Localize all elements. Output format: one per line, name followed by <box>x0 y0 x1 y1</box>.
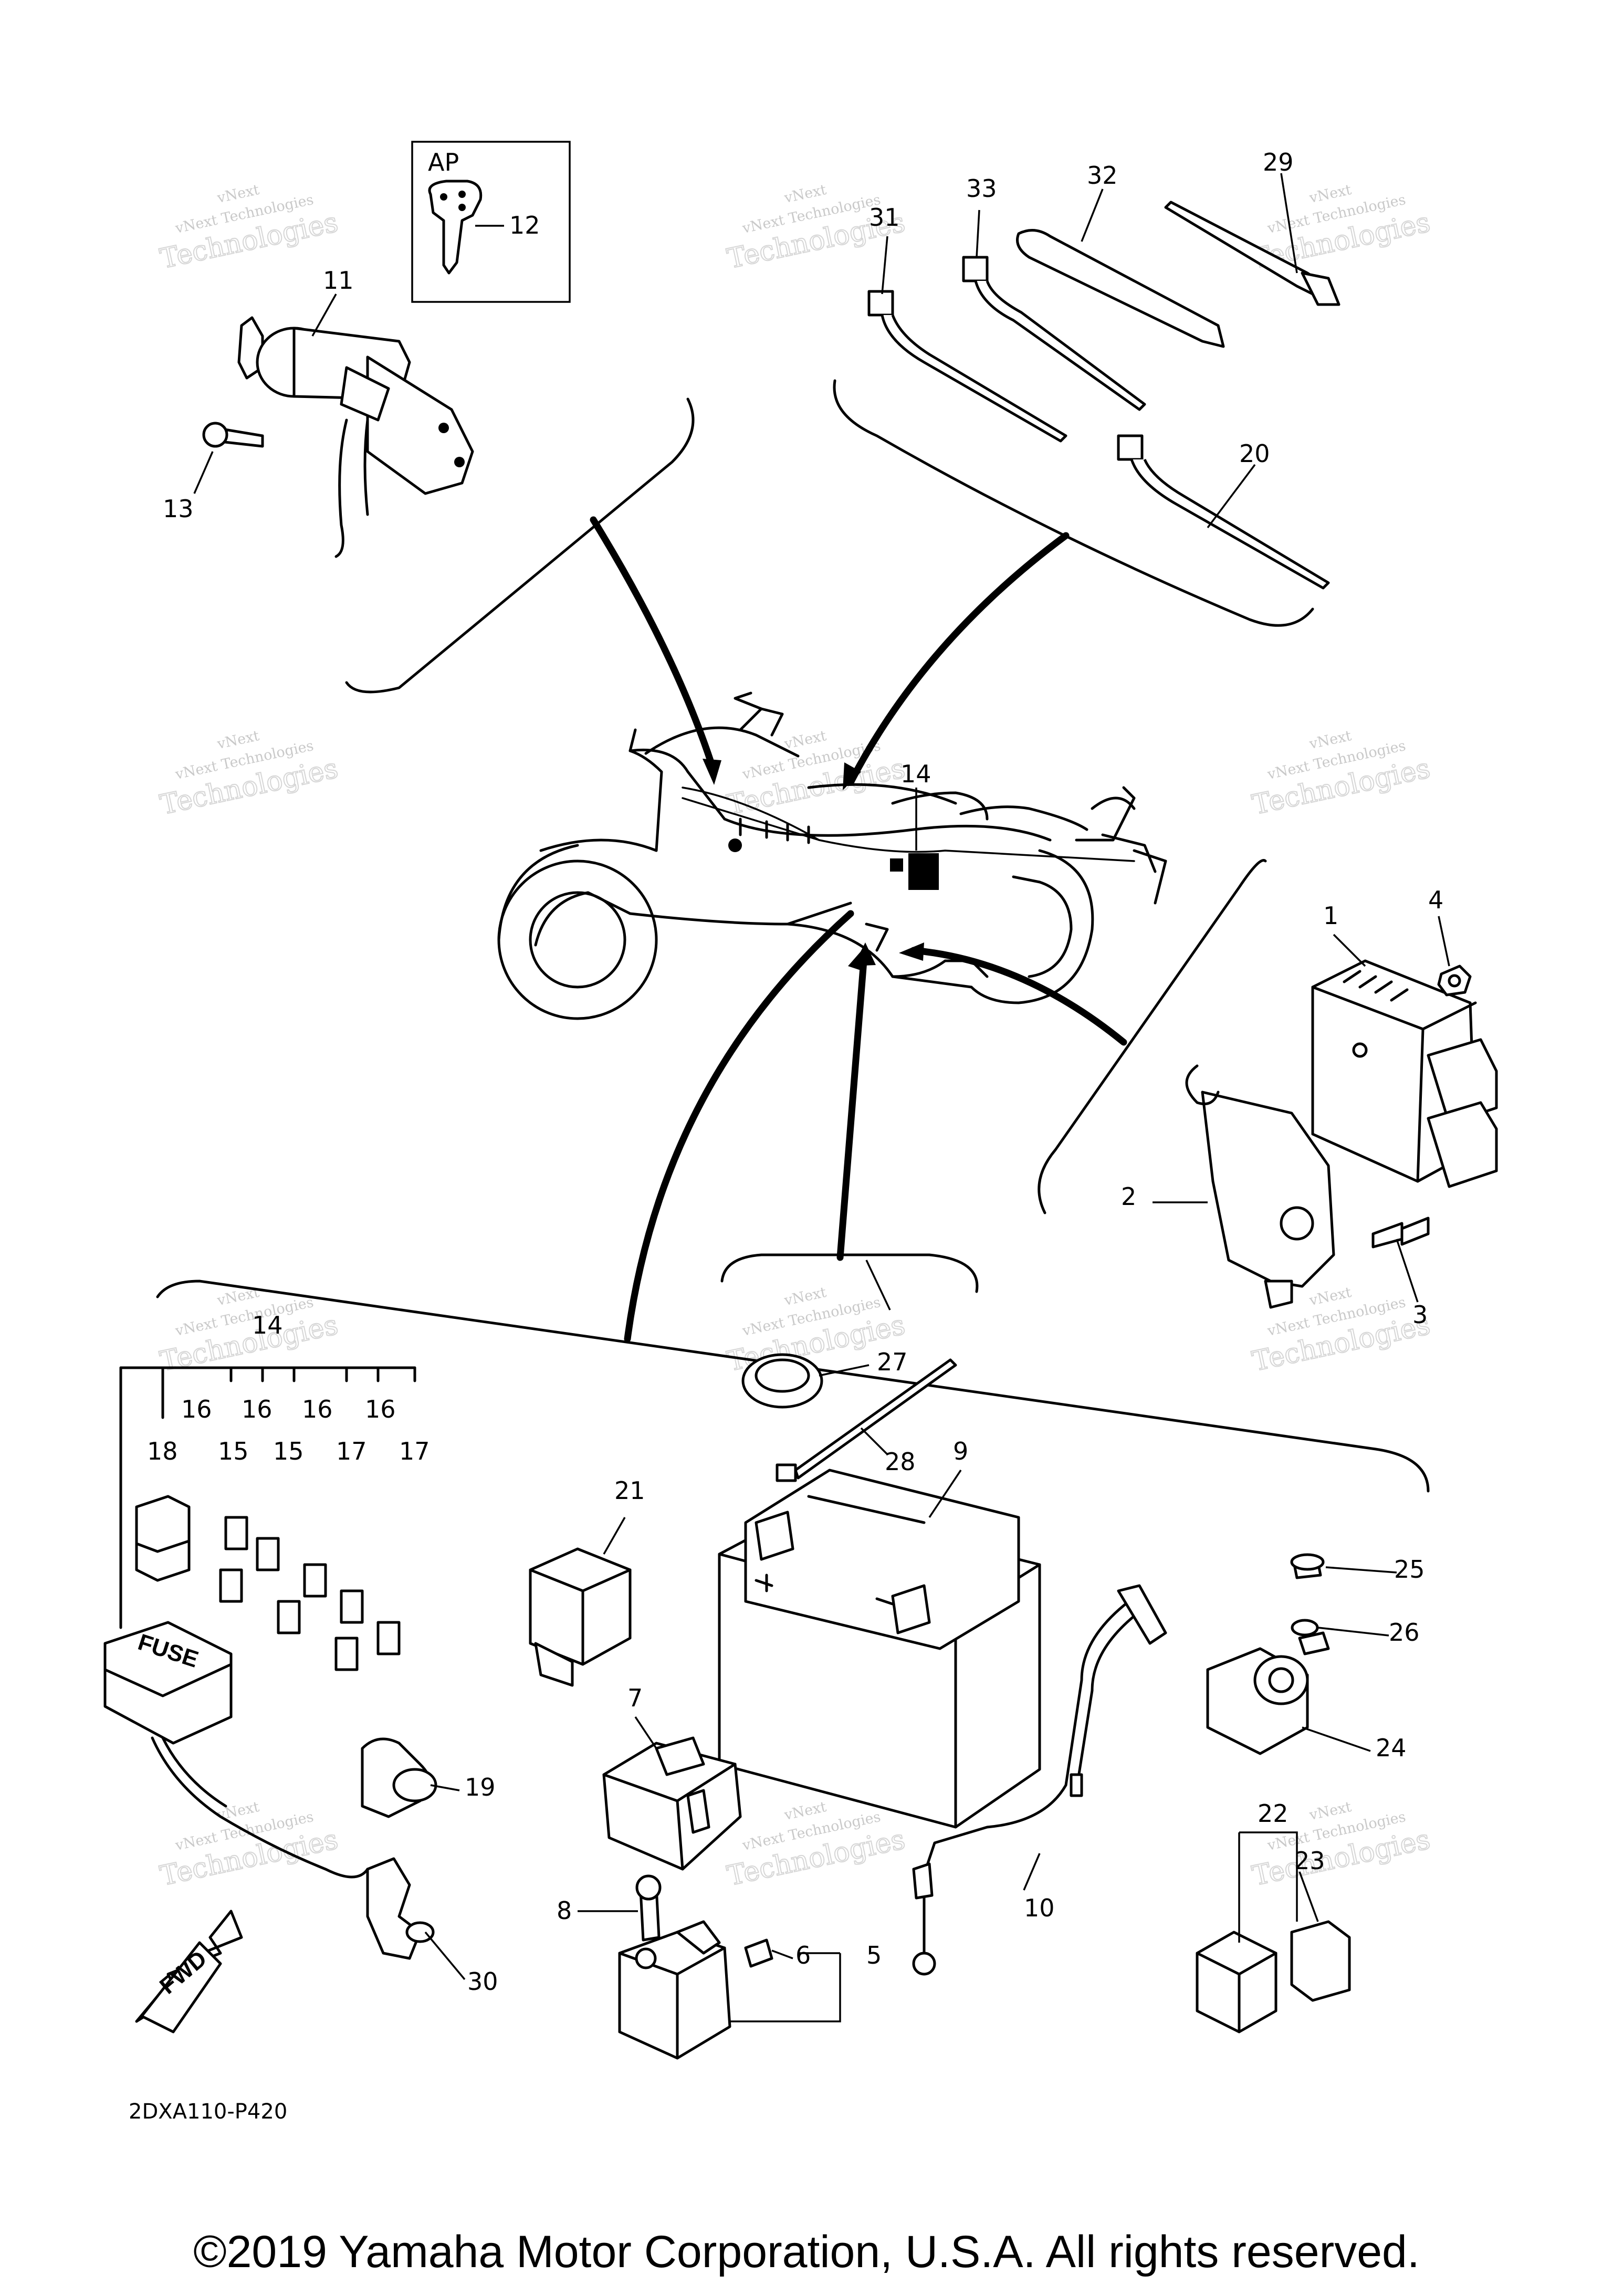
key-inset: AP <box>411 141 571 303</box>
bracket-top-left <box>345 397 695 694</box>
svg-text:vNext: vNext <box>215 728 261 752</box>
callout-16b: 16 <box>242 1395 273 1423</box>
svg-text:vNext: vNext <box>782 182 828 206</box>
callout-29: 29 <box>1263 148 1294 176</box>
svg-text:vNext: vNext <box>1307 1799 1353 1823</box>
callout-8: 8 <box>557 1896 572 1925</box>
callout-15b: 15 <box>273 1437 304 1465</box>
sensor-couplers <box>1196 1553 1351 2033</box>
arrow-head <box>899 942 924 961</box>
watermark: vNext vNext Technologies Technologies <box>157 728 341 822</box>
pointer-ties <box>847 532 1070 786</box>
pointer-battery-area <box>624 910 854 1343</box>
callout-4: 4 <box>1428 886 1443 914</box>
band-tie <box>776 1358 957 1482</box>
callout-17a: 17 <box>336 1437 367 1465</box>
callout-17b: 17 <box>399 1437 430 1465</box>
callout-14-motorcycle: 14 <box>900 760 931 788</box>
callout-13: 13 <box>163 495 194 523</box>
diagram-code: 2DXA110-P420 <box>129 2100 287 2124</box>
callout-27: 27 <box>877 1348 908 1376</box>
section-brackets <box>156 379 1430 1493</box>
callout-23: 23 <box>1294 1847 1325 1875</box>
svg-text:vNext: vNext <box>1307 1284 1353 1309</box>
callout-22: 22 <box>1258 1799 1289 1828</box>
ignition-switch <box>202 316 474 558</box>
callout-30: 30 <box>467 1967 498 1996</box>
pointer-ignition <box>590 516 718 775</box>
clamp <box>361 1737 437 1818</box>
callout-24: 24 <box>1376 1734 1407 1762</box>
bracket-bottom <box>156 1280 1430 1493</box>
svg-text:vNext: vNext <box>215 182 261 206</box>
svg-text:vNext: vNext <box>782 1284 828 1309</box>
pointer-clamp <box>836 957 867 1261</box>
inset-label: AP <box>428 148 459 176</box>
battery-cable <box>912 1584 1167 1976</box>
cable-ties <box>867 201 1340 590</box>
watermark: vNext vNext Technologies Technologies <box>157 1799 341 1893</box>
svg-text:vNext: vNext <box>1307 728 1353 752</box>
callout-2: 2 <box>1121 1182 1136 1211</box>
callout-15a: 15 <box>218 1437 249 1465</box>
callout-16c: 16 <box>302 1395 333 1423</box>
motorcycle-outline <box>497 691 1167 1020</box>
callout-5: 5 <box>866 1941 882 1969</box>
callout-11: 11 <box>323 266 354 295</box>
bracket-top-right <box>833 379 1314 627</box>
copyright-notice: ©2019 Yamaha Motor Corporation, U.S.A. A… <box>193 2227 1420 2277</box>
callout-20: 20 <box>1239 439 1270 468</box>
watermark: vNext vNext Technologies Technologies <box>157 1284 341 1378</box>
bracket-middle <box>720 1253 979 1293</box>
callout-21: 21 <box>614 1476 645 1505</box>
callout-6: 6 <box>795 1941 811 1969</box>
svg-text:vNext: vNext <box>782 1799 828 1823</box>
watermark: vNext vNext Technologies Technologies <box>1249 728 1433 822</box>
callout-16d: 16 <box>365 1395 396 1423</box>
pointer-lines <box>590 516 1127 1343</box>
callout-9: 9 <box>953 1437 968 1465</box>
svg-text:vNext: vNext <box>782 728 828 752</box>
callout-10: 10 <box>1024 1894 1055 1922</box>
svg-text:vNext: vNext <box>1307 182 1353 206</box>
callout-18: 18 <box>147 1437 178 1465</box>
watermark: vNext vNext Technologies Technologies <box>157 182 341 276</box>
callouts: 1 2 3 4 5 6 7 8 9 10 11 12 13 14 14 15 1… <box>147 148 1443 1996</box>
arrow-head <box>843 762 861 790</box>
rectifier-regulator <box>1185 959 1498 1309</box>
starter-relay-cover <box>602 1736 742 1871</box>
pointer-rectifier <box>910 947 1127 1046</box>
fuse-box: FUSE <box>103 1366 416 1879</box>
bracket-right <box>1038 859 1267 1214</box>
callout-1: 1 <box>1323 901 1338 930</box>
callout-7: 7 <box>627 1684 643 1712</box>
callout-28: 28 <box>885 1448 916 1476</box>
harness-clip <box>366 1857 435 1960</box>
fwd-arrow: FWD <box>135 1910 243 2033</box>
callout-16a: 16 <box>181 1395 212 1423</box>
callout-32: 32 <box>1087 161 1118 190</box>
hose-clamp <box>741 1353 823 1409</box>
callout-33: 33 <box>966 174 997 203</box>
callout-26: 26 <box>1389 1618 1420 1647</box>
relay <box>529 1547 632 1687</box>
starter-relay <box>618 1874 773 2060</box>
callout-19: 19 <box>465 1773 496 1801</box>
callout-12: 12 <box>509 211 540 239</box>
battery <box>718 1469 1041 1829</box>
callout-31: 31 <box>869 203 900 232</box>
leader-lines <box>193 173 1450 2022</box>
callout-14-fusebox: 14 <box>252 1311 283 1339</box>
arrow-head <box>853 942 876 966</box>
callout-3: 3 <box>1412 1301 1428 1329</box>
callout-25: 25 <box>1394 1555 1425 1584</box>
arrow-head <box>703 759 721 785</box>
